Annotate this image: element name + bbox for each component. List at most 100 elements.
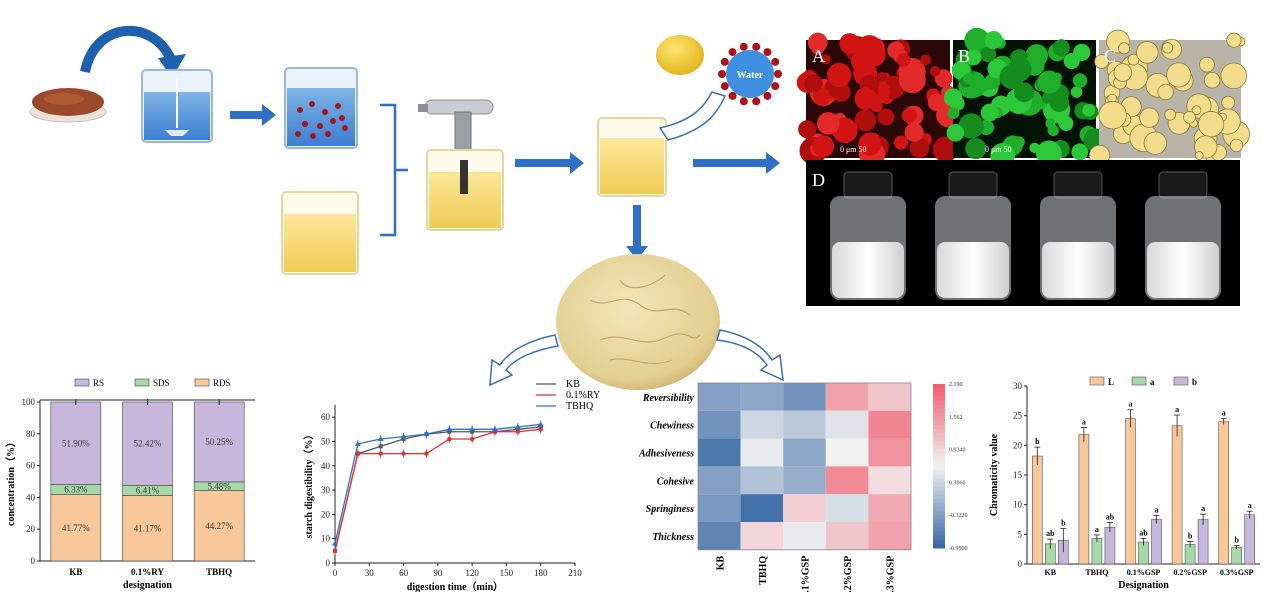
beaker-with-particles <box>284 67 358 149</box>
bar-value-label: 51.90% <box>62 438 90 448</box>
droplet-red <box>904 122 924 142</box>
legend-label: SDS <box>153 378 170 388</box>
droplet-yellow <box>1221 95 1236 110</box>
heatmap-frame <box>697 382 912 551</box>
significance-letter: a <box>1175 405 1179 414</box>
heatmap-cell <box>698 494 741 522</box>
bar-value-label: 6.41% <box>136 485 160 495</box>
colorbar-segment <box>933 519 945 524</box>
bar-rs <box>193 401 245 483</box>
droplet-green <box>1070 86 1083 98</box>
colorbar-segment <box>933 449 945 455</box>
colorbar-segment <box>933 437 945 442</box>
y-tick-label: 0 <box>1018 559 1023 569</box>
droplet-green <box>947 107 960 120</box>
droplet-red <box>899 66 926 94</box>
data-point <box>515 429 521 434</box>
droplet-green <box>1052 39 1070 57</box>
significance-letter: ab <box>1139 528 1148 537</box>
colorbar-segment <box>933 494 945 500</box>
heatmap-cell <box>740 410 784 439</box>
colorbar-segment <box>933 543 945 549</box>
droplet-bead <box>771 57 780 66</box>
bar-l <box>1125 418 1136 565</box>
significance-letter: a <box>1201 504 1205 513</box>
panel-label-c: C <box>1104 46 1116 66</box>
colorbar-segment <box>933 470 945 475</box>
droplet-bead <box>763 48 772 57</box>
droplet-bead <box>763 91 772 100</box>
row-label: Cohesive <box>657 476 695 487</box>
droplet-bead <box>720 57 729 66</box>
micrograph-b: B 0 μm 50 <box>943 27 1108 168</box>
colorbar-segment <box>933 502 945 508</box>
heatmap-cell <box>825 466 869 495</box>
data-point <box>447 436 452 442</box>
significance-letter: a <box>1095 525 1099 534</box>
bar-rs <box>122 401 173 486</box>
droplet-yellow <box>1094 54 1109 69</box>
droplet-red <box>839 33 861 54</box>
colorbar-segment <box>933 515 945 520</box>
significance-letter: b <box>1188 531 1193 540</box>
bar-b <box>1104 526 1116 565</box>
heatmap-cell <box>740 494 784 522</box>
heatmap-cell <box>740 466 784 495</box>
heatmap-cell <box>783 383 826 411</box>
colorbar-segment <box>933 445 945 451</box>
arrow-icon <box>693 152 780 174</box>
colorbar-tick-label: 0.9340 <box>949 448 966 454</box>
y-tick-label: 15 <box>1013 470 1023 480</box>
colorbar-segment <box>933 527 945 533</box>
data-point <box>377 436 384 442</box>
legend-swatch <box>1173 376 1189 386</box>
droplet-red <box>811 41 825 55</box>
bar-l <box>1032 455 1043 565</box>
heatmap-cell <box>825 438 869 467</box>
photo-bottles: D <box>806 160 1240 306</box>
droplet-red <box>877 108 895 126</box>
curved-arrow-left-icon <box>489 334 559 387</box>
curved-arrow-outline <box>658 91 727 141</box>
x-tick-label: TBHQ <box>206 567 232 577</box>
panel-label-a: A <box>812 46 825 66</box>
droplet-green <box>1057 114 1072 129</box>
x-tick-label: 210 <box>568 568 582 578</box>
heatmap-cell <box>868 466 911 495</box>
droplet-green <box>1036 140 1062 167</box>
legend-label: KB <box>566 379 580 390</box>
colorbar-segment <box>933 486 945 492</box>
colorbar-segment <box>933 507 945 512</box>
y-axis-label: Chromaticity value <box>989 433 1000 516</box>
colorbar-segment <box>933 412 945 418</box>
y-tick-label: 40 <box>321 461 331 471</box>
x-tick-label: 150 <box>500 568 514 578</box>
droplet-yellow <box>1166 62 1192 88</box>
droplet-red <box>812 87 831 106</box>
y-tick-label: 60 <box>26 461 36 471</box>
beaker-emulsifying <box>426 149 504 231</box>
bar-rds <box>122 495 173 562</box>
droplet-green <box>1047 124 1059 137</box>
colorbar-segment <box>933 392 945 397</box>
column-label: 0.3%GSP <box>886 556 897 592</box>
legend-label: RS <box>93 378 104 388</box>
droplet-red <box>804 74 823 93</box>
arrow-icon <box>230 104 276 126</box>
colorbar-segment <box>933 478 945 483</box>
y-tick-label: 20 <box>26 524 36 534</box>
droplet-red <box>932 136 959 163</box>
scale-bar-a: 0 μm 50 <box>840 145 867 154</box>
colorbar-segment <box>933 466 945 471</box>
panel-label-d: D <box>812 170 825 190</box>
droplet-red <box>798 120 817 139</box>
heatmap-cell <box>825 410 869 439</box>
y-tick-label: 30 <box>321 485 331 495</box>
colorbar-segment <box>933 388 945 393</box>
process-schematic: Water <box>29 25 784 390</box>
row-label: Chewiness <box>650 421 694 432</box>
droplet-yellow <box>1229 138 1244 153</box>
data-point <box>469 426 476 432</box>
bar-value-label: 41.77% <box>62 523 90 533</box>
